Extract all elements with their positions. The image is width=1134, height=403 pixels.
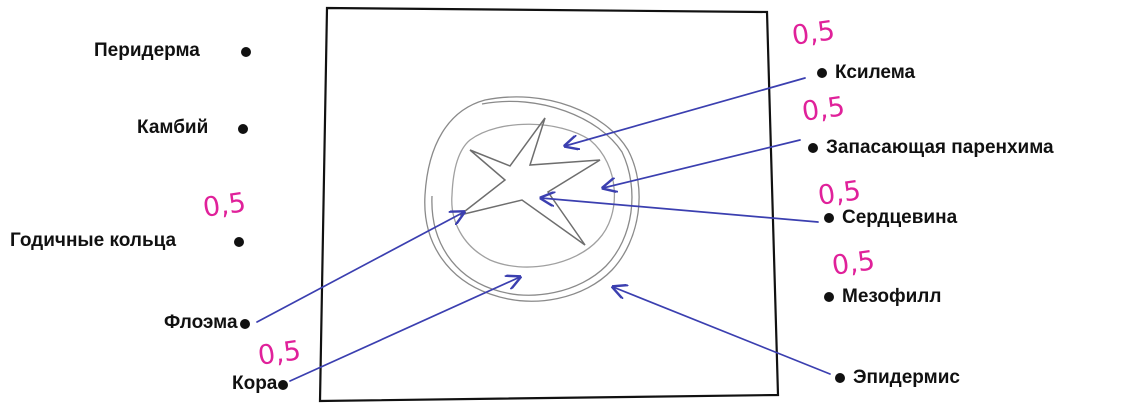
label-mesophyll: Мезофилл (842, 287, 941, 306)
score-pith: 0,5 (816, 177, 862, 210)
score-storage-parenchyma: 0,5 (800, 93, 846, 126)
arrow-pith (541, 198, 818, 222)
inner-ring (452, 124, 615, 267)
arrow-epidermis (613, 287, 830, 374)
dot-mesophyll (824, 292, 834, 302)
dot-annual-rings (234, 237, 244, 247)
label-cambium: Камбий (137, 118, 208, 137)
dot-cortex (278, 380, 288, 390)
dot-pith (824, 213, 834, 223)
score-mesophyll: 0,5 (830, 247, 876, 280)
dot-cambium (238, 124, 248, 134)
stem-cross-section-sketch (425, 97, 639, 301)
dot-xylem (817, 68, 827, 78)
label-xylem: Ксилема (835, 63, 915, 82)
label-storage-parenchyma: Запасающая паренхима (826, 138, 1054, 157)
score-cortex: 0,5 (256, 337, 302, 370)
outer-contour-2 (432, 101, 632, 295)
arrow-cortex (290, 277, 520, 381)
dot-phloem (240, 319, 250, 329)
label-periderm: Перидерма (94, 41, 200, 60)
score-annual-rings: 0,5 (201, 189, 247, 222)
label-cortex: Кора (232, 374, 277, 393)
label-pith: Сердцевина (842, 208, 957, 227)
outer-contour (425, 97, 639, 301)
drawing-frame (320, 8, 778, 401)
arrow-phloem (257, 212, 464, 322)
dot-storage-parenchyma (808, 143, 818, 153)
score-xylem: 0,5 (790, 17, 836, 50)
label-annual-rings: Годичные кольца (10, 231, 176, 250)
dot-periderm (241, 47, 251, 57)
label-epidermis: Эпидермис (853, 368, 960, 387)
dot-epidermis (835, 373, 845, 383)
label-phloem: Флоэма (164, 313, 238, 332)
star-xylem (460, 118, 600, 245)
